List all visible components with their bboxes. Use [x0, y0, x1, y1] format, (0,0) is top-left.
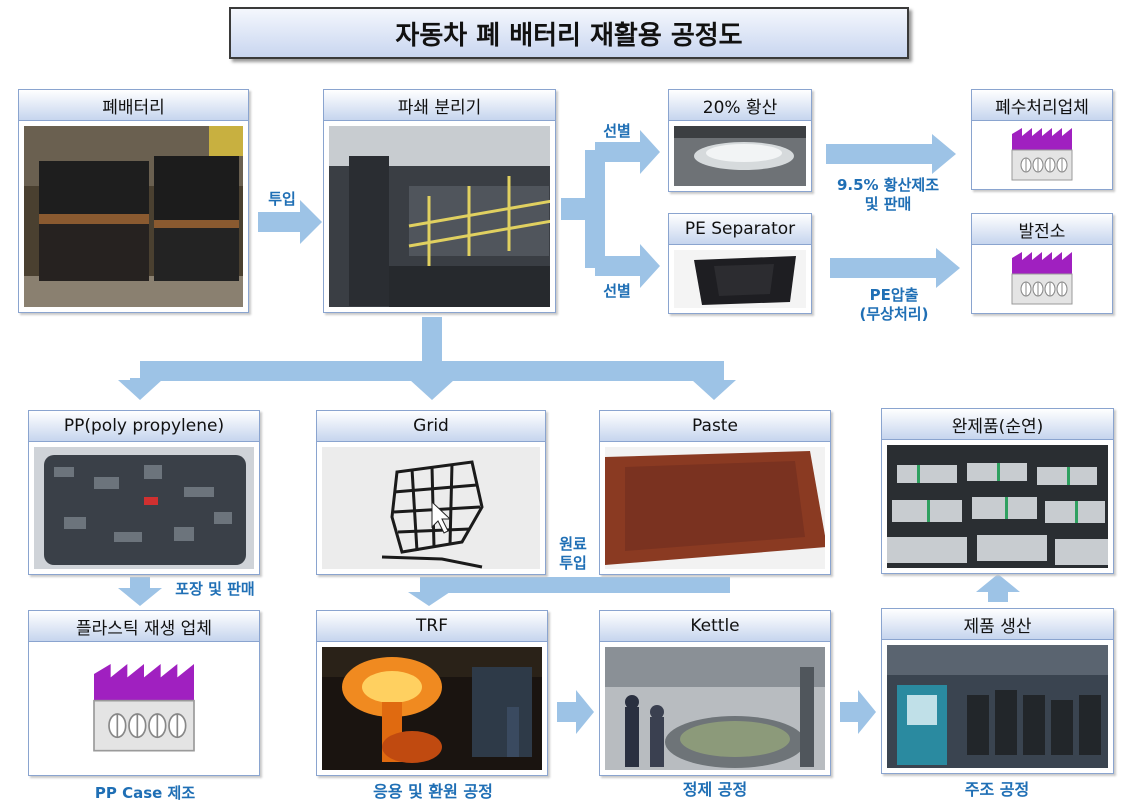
arrow-down-icon [118, 378, 162, 400]
label-acid: 9.5% 황산제조 및 판매 [836, 176, 940, 213]
label-pack-sell: 포장 및 판매 [175, 580, 255, 598]
trf-photo [322, 647, 542, 770]
node-label: 파쇄 분리기 [324, 90, 555, 121]
arrow-right-icon [557, 690, 594, 734]
node-label: 제품 생산 [882, 609, 1113, 640]
waste-battery-photo [24, 126, 243, 307]
production-photo [887, 645, 1108, 768]
node-label: 20% 황산 [669, 90, 811, 121]
node-label: 폐배터리 [19, 90, 248, 121]
arrow-right-icon [595, 244, 660, 288]
arrow-right-icon [595, 130, 660, 174]
node-label: 완제품(순연) [882, 409, 1113, 440]
node-wastewater: 폐수처리업체 [971, 89, 1113, 190]
pp-photo [34, 447, 254, 569]
crusher-photo [329, 126, 550, 307]
finished-photo [887, 445, 1108, 568]
factory-icon [1011, 128, 1073, 181]
label-smelt: 응용 및 환원 공정 [373, 782, 493, 801]
label-refine: 정제 공정 [682, 780, 748, 799]
node-label: 폐수처리업체 [972, 90, 1112, 121]
node-waste-battery: 폐배터리 [18, 89, 249, 313]
node-label: TRF [317, 611, 547, 642]
arrow-down-icon [408, 590, 450, 606]
factory-icon [93, 663, 195, 751]
node-pp: PP(poly propylene) [28, 410, 260, 575]
node-label: Paste [600, 411, 830, 442]
arrow-down-icon [410, 378, 454, 400]
node-label: Grid [317, 411, 545, 442]
node-production: 제품 생산 [881, 608, 1114, 774]
sulfuric-acid-photo [674, 126, 806, 186]
label-cast: 주조 공정 [964, 780, 1030, 799]
label-raw-input: 원료 투입 [559, 535, 587, 572]
node-trf: TRF [316, 610, 548, 776]
node-label: 플라스틱 재생 업체 [29, 611, 259, 642]
label-sort-bottom: 선별 [603, 282, 631, 300]
node-finished: 완제품(순연) [881, 408, 1114, 574]
arrow-right-icon [258, 200, 322, 244]
node-label: PE Separator [669, 214, 811, 245]
arrow-right-icon [840, 690, 876, 734]
node-label: Kettle [600, 611, 830, 642]
grid-photo [322, 447, 540, 569]
label-pe: PE압출 (무상처리) [859, 286, 929, 323]
arrow-up-icon [976, 574, 1020, 602]
node-kettle: Kettle [599, 610, 831, 776]
node-power-plant: 발전소 [971, 213, 1113, 314]
arrow-right-icon [830, 248, 960, 288]
node-pe-separator: PE Separator [668, 213, 812, 314]
pe-separator-photo [674, 250, 806, 308]
kettle-photo [605, 647, 825, 770]
arrow-right-icon [826, 134, 956, 174]
node-label: PP(poly propylene) [29, 411, 259, 442]
page-title: 자동차 폐 배터리 재활용 공정도 [229, 7, 909, 59]
node-grid: Grid [316, 410, 546, 575]
arrow-down-icon [118, 577, 162, 606]
node-sulfuric-acid: 20% 황산 [668, 89, 812, 192]
node-plastic-recycler: 플라스틱 재생 업체 [28, 610, 260, 776]
factory-icon [1011, 252, 1073, 305]
arrow-down-icon [692, 378, 736, 400]
label-sort-top: 선별 [603, 122, 631, 140]
label-pp-case: PP Case 제조 [94, 784, 196, 802]
node-paste: Paste [599, 410, 831, 575]
paste-photo [605, 447, 825, 569]
node-label: 발전소 [972, 214, 1112, 245]
label-input: 투입 [268, 190, 296, 208]
node-crusher: 파쇄 분리기 [323, 89, 556, 313]
